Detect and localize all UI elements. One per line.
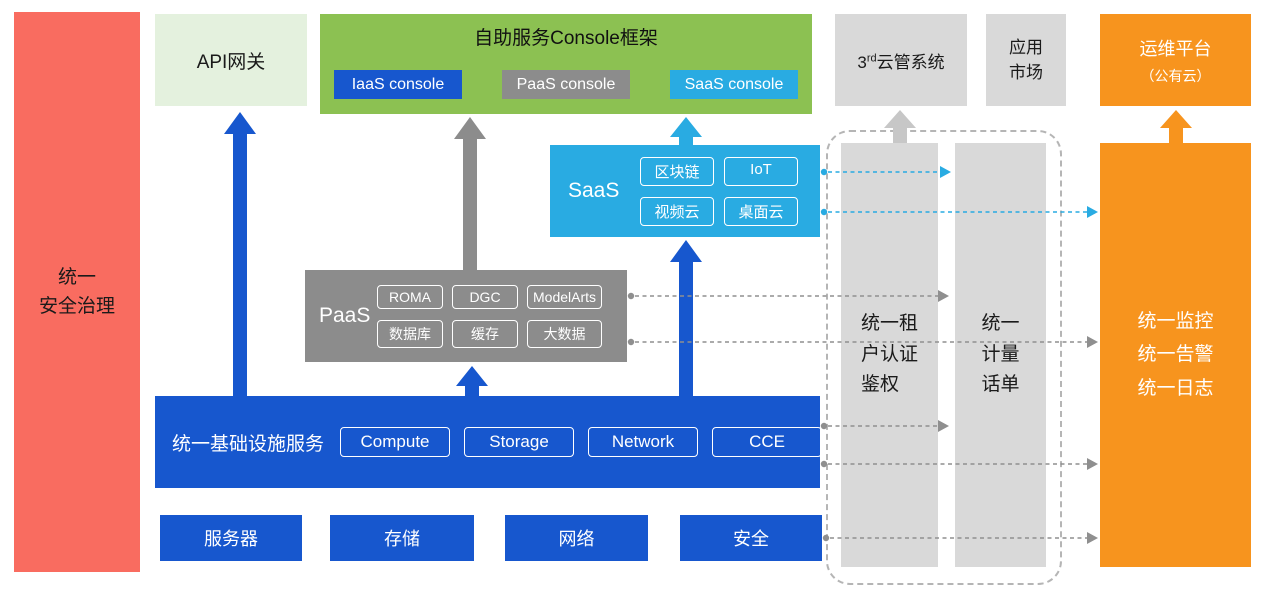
paas-layer-label: PaaS bbox=[319, 304, 371, 327]
ops-platform-subtitle: （公有云） bbox=[1140, 67, 1211, 84]
hardware-server-box: 服务器 bbox=[160, 515, 302, 561]
console-chip-row: IaaS console PaaS console SaaS console bbox=[334, 70, 798, 99]
app-market-label: 应用 市场 bbox=[1009, 37, 1043, 83]
console-framework-box: 自助服务Console框架 IaaS console PaaS console … bbox=[320, 14, 812, 114]
connector-arrowhead-saas-monitoring bbox=[1087, 206, 1098, 218]
connector-dot-paas-auth bbox=[627, 292, 635, 300]
connector-arrowhead-security-monitoring bbox=[1087, 532, 1098, 544]
security-governance-bar: 统一 安全治理 bbox=[14, 12, 140, 572]
paas-console-chip: PaaS console bbox=[502, 70, 630, 99]
api-gateway-box: API网关 bbox=[155, 14, 307, 106]
saas-service-iot: IoT bbox=[724, 156, 798, 186]
third-party-superscript: rd bbox=[866, 51, 877, 64]
paas-layer-box: PaaS ROMA DGC ModelArts 数据库 缓存 大数据 bbox=[305, 270, 627, 362]
hardware-network-box: 网络 bbox=[505, 515, 648, 561]
infra-service-network: Network bbox=[588, 427, 699, 457]
connector-arrowhead-paas-monitoring bbox=[1087, 336, 1098, 348]
console-framework-title: 自助服务Console框架 bbox=[474, 28, 658, 49]
monitoring-alarm-log-bar: 统一监控 统一告警 统一日志 bbox=[1100, 143, 1251, 567]
saas-service-video-cloud: 视频云 bbox=[640, 196, 714, 226]
paas-service-dgc: DGC bbox=[452, 284, 518, 309]
saas-services-grid: 区块链 IoT 视频云 桌面云 bbox=[640, 156, 798, 226]
paas-service-modelarts: ModelArts bbox=[527, 284, 603, 309]
infrastructure-label: 统一基础设施服务 bbox=[172, 433, 325, 455]
paas-service-database: 数据库 bbox=[377, 319, 443, 348]
arrow-infra-to-saas bbox=[670, 240, 702, 396]
tenant-auth-bar: 统一租 户认证 鉴权 bbox=[841, 143, 938, 567]
saas-service-blockchain: 区块链 bbox=[640, 156, 714, 186]
hardware-security-box: 安全 bbox=[680, 515, 822, 561]
third-party-rest: 云管系统 bbox=[876, 52, 945, 72]
saas-service-desktop-cloud: 桌面云 bbox=[724, 196, 798, 226]
paas-service-cache: 缓存 bbox=[452, 319, 518, 348]
third-party-cloud-mgmt-label: 3rd云管系统 bbox=[857, 48, 944, 73]
ops-platform-title: 运维平台 bbox=[1139, 38, 1212, 59]
infrastructure-services-row: Compute Storage Network CCE bbox=[340, 427, 823, 457]
security-governance-label: 统一 安全治理 bbox=[38, 266, 115, 317]
monitoring-alarm-log-label: 统一监控 统一告警 统一日志 bbox=[1137, 311, 1214, 399]
tenant-auth-label: 统一租 户认证 鉴权 bbox=[860, 313, 918, 396]
ops-platform-box: 运维平台 （公有云） bbox=[1100, 14, 1251, 106]
connector-dot-paas-monitoring bbox=[627, 338, 635, 346]
app-market-box: 应用 市场 bbox=[986, 14, 1066, 106]
saas-layer-box: SaaS 区块链 IoT 视频云 桌面云 bbox=[550, 145, 820, 237]
infra-service-storage: Storage bbox=[464, 427, 575, 457]
paas-service-roma: ROMA bbox=[377, 284, 443, 309]
arrow-infra-to-api-gateway bbox=[224, 112, 256, 396]
infra-service-cce: CCE bbox=[712, 427, 823, 457]
metering-billing-bar: 统一 计量 话单 bbox=[955, 143, 1046, 567]
arrow-infra-to-paas bbox=[456, 366, 488, 396]
api-gateway-label: API网关 bbox=[196, 51, 266, 73]
arrow-saas-to-console bbox=[670, 117, 702, 145]
iaas-console-chip: IaaS console bbox=[334, 70, 462, 99]
infrastructure-layer-box: 统一基础设施服务 Compute Storage Network CCE bbox=[155, 396, 823, 488]
infra-service-compute: Compute bbox=[340, 427, 451, 457]
shared-services-dashed-group bbox=[826, 130, 1062, 585]
connector-arrowhead-infra-monitoring bbox=[1087, 458, 1098, 470]
paas-service-bigdata: 大数据 bbox=[527, 319, 603, 348]
metering-billing-label: 统一 计量 话单 bbox=[981, 313, 1020, 396]
third-party-prefix: 3 bbox=[857, 52, 867, 72]
arrow-paas-to-console bbox=[454, 117, 486, 270]
paas-services-grid: ROMA DGC ModelArts 数据库 缓存 大数据 bbox=[377, 284, 603, 348]
saas-layer-label: SaaS bbox=[568, 179, 620, 202]
saas-console-chip: SaaS console bbox=[670, 70, 798, 99]
third-party-cloud-mgmt-box: 3rd云管系统 bbox=[835, 14, 967, 106]
arrow-monitoring-to-ops bbox=[1160, 110, 1192, 143]
hardware-storage-box: 存储 bbox=[330, 515, 474, 561]
